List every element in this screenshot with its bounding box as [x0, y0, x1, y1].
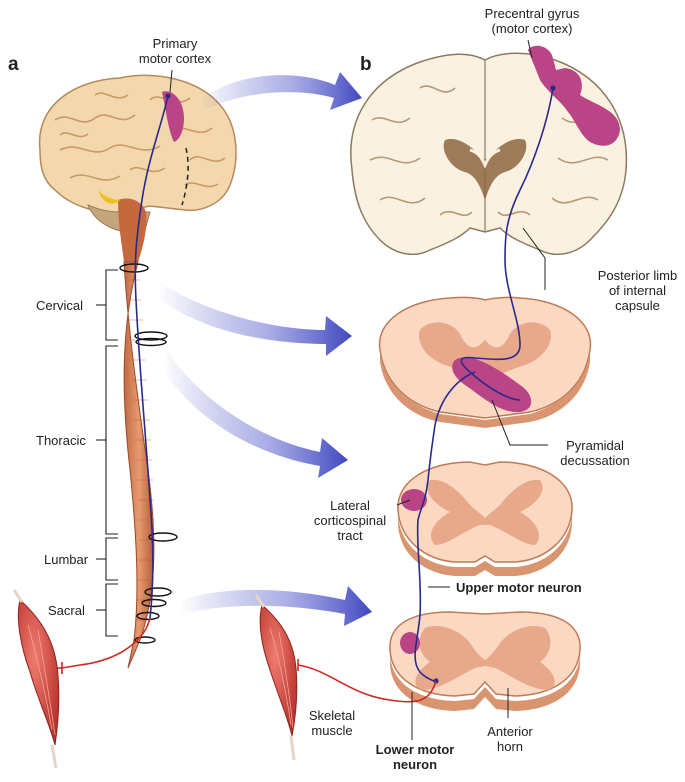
brain-coronal-section — [350, 45, 628, 256]
region-label-sacral: Sacral — [48, 603, 85, 618]
panel-label-a: a — [8, 54, 19, 75]
lateral-tract-highlight — [401, 489, 427, 511]
cord-section-lateral-tract — [397, 461, 573, 576]
cord-section-anterior-horn — [389, 611, 581, 711]
posterior-limb-label: Posterior limb of internal capsule — [597, 268, 678, 313]
precentral-gyrus-highlight — [528, 45, 620, 146]
lower-motor-neuron-label: Lower motor neuron — [375, 742, 455, 772]
connector-arrows — [158, 72, 372, 626]
primary-motor-cortex-highlight — [162, 91, 184, 142]
region-label-thoracic: Thoracic — [36, 433, 86, 448]
region-brackets — [96, 269, 118, 637]
anterior-horn-label: Anterior horn — [487, 724, 533, 754]
lateral-corticospinal-label: Lateral corticospinal tract — [313, 498, 387, 543]
panel-label-b: b — [360, 54, 372, 75]
primary-motor-cortex-label: Primary motor cortex — [138, 36, 212, 66]
skeletal-muscle-label: Skeletal muscle — [308, 708, 356, 738]
region-label-cervical: Cervical — [36, 298, 83, 313]
lower-motor-neuron-path-b — [297, 664, 437, 703]
upper-motor-neuron-label: Upper motor neuron — [456, 580, 582, 595]
skeletal-muscle-a — [12, 589, 60, 769]
upper-motor-neuron-path-b — [414, 87, 554, 683]
skeletal-muscle-b — [254, 594, 298, 761]
spinal-cord-side — [119, 261, 178, 669]
pyramidal-decussation-label: Pyramidal decussation — [560, 438, 630, 468]
cord-section-decussation — [378, 296, 592, 428]
region-label-lumbar: Lumbar — [44, 552, 89, 567]
lower-motor-neuron-path-a — [61, 617, 151, 669]
leader-lines — [169, 39, 548, 740]
precentral-gyrus-label: Precentral gyrus (motor cortex) — [484, 6, 580, 36]
upper-motor-neuron-path-a — [134, 95, 169, 619]
